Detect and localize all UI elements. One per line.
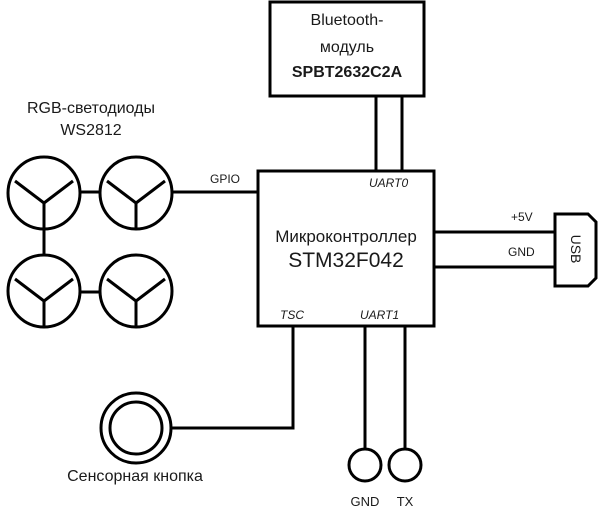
- pin-label-uart1: UART1: [360, 308, 400, 322]
- pin-label-tsc: TSC: [280, 308, 304, 322]
- led-3: [6, 253, 82, 329]
- gnd-pad: [347, 447, 383, 483]
- led-4: [98, 253, 174, 329]
- bluetooth-subtitle: модуль: [319, 39, 375, 56]
- leds-part-number: WS2812: [60, 122, 122, 139]
- bluetooth-title: Bluetooth-: [310, 12, 384, 29]
- usb-gnd-label: GND: [508, 245, 535, 259]
- touch-button-label: Сенсорная кнопка: [67, 468, 203, 485]
- led-1: [6, 155, 82, 231]
- tx-pad: [387, 447, 423, 483]
- bluetooth-part-number: SPBT2632C2A: [291, 64, 403, 81]
- usb-connector: [553, 212, 598, 288]
- tsc-wire: [171, 326, 295, 430]
- microcontroller-box: [256, 169, 436, 328]
- pin-label-uart0: UART0: [369, 176, 409, 190]
- usb-5v-label: +5V: [511, 210, 533, 224]
- tx-pad-label: TX: [396, 494, 414, 509]
- microcontroller-title: Микроконтроллер: [275, 227, 417, 246]
- usb-label: USB: [568, 234, 584, 264]
- bluetooth-module-box: [268, 0, 426, 98]
- leds-title: RGB-светодиоды: [26, 100, 156, 117]
- led-2: [98, 155, 174, 231]
- gnd-pad-label: GND: [350, 494, 380, 509]
- microcontroller-part-number: STM32F042: [288, 249, 404, 272]
- pin-label-gpio: GPIO: [210, 172, 241, 186]
- touch-button: [99, 391, 173, 465]
